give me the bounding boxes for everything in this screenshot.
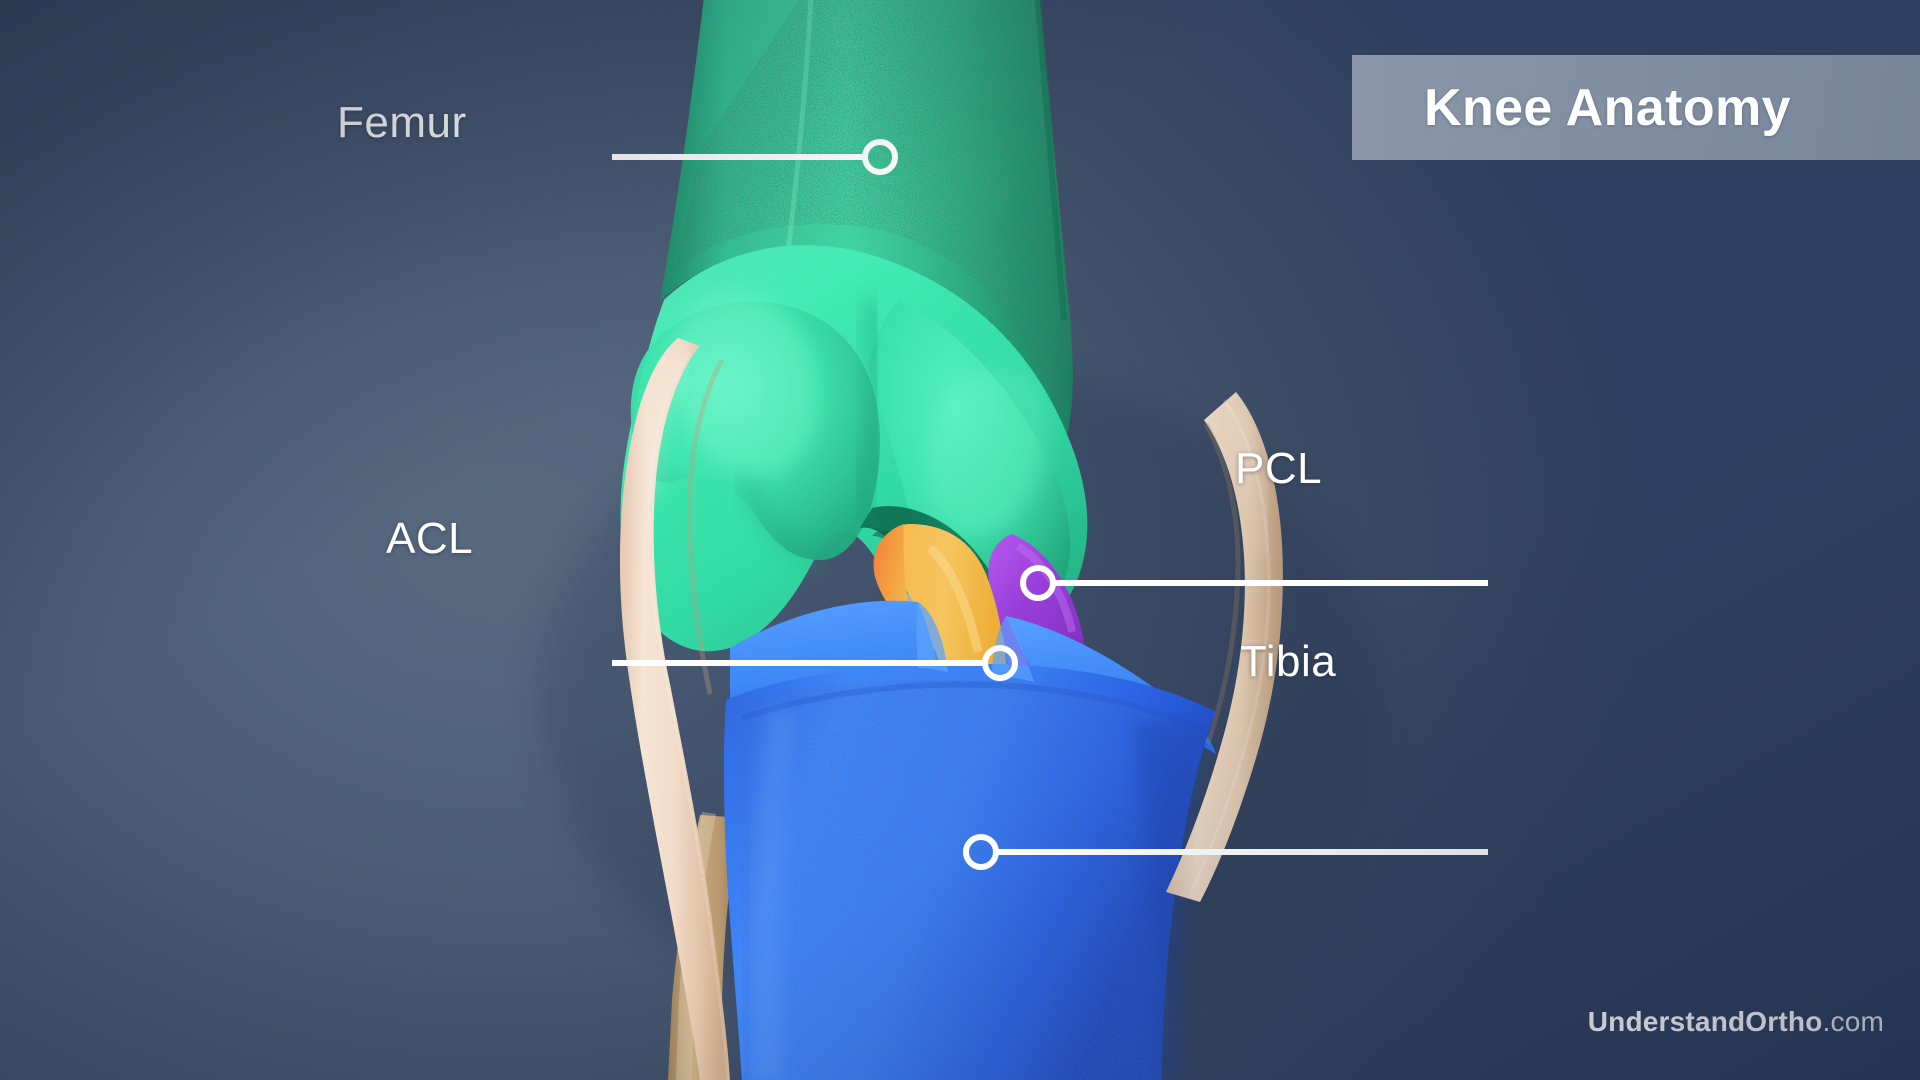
watermark-tld: .com	[1822, 1006, 1884, 1037]
tibia-bone	[723, 600, 1216, 1080]
watermark-brand: UnderstandOrtho	[1587, 1006, 1823, 1037]
callout-label-acl[interactable]: ACL	[386, 514, 474, 563]
page-title: Knee Anatomy	[1424, 78, 1791, 137]
callout-label-femur[interactable]: Femur	[337, 98, 467, 147]
callout-label-pcl[interactable]: PCL	[1235, 444, 1323, 493]
mcl-ligament	[619, 338, 730, 1080]
callout-label-tibia[interactable]: Tibia	[1240, 637, 1337, 686]
title-banner: Knee Anatomy	[1352, 55, 1920, 160]
lcl-ligament	[1166, 392, 1283, 902]
watermark: UnderstandOrtho.com	[1588, 1006, 1884, 1038]
